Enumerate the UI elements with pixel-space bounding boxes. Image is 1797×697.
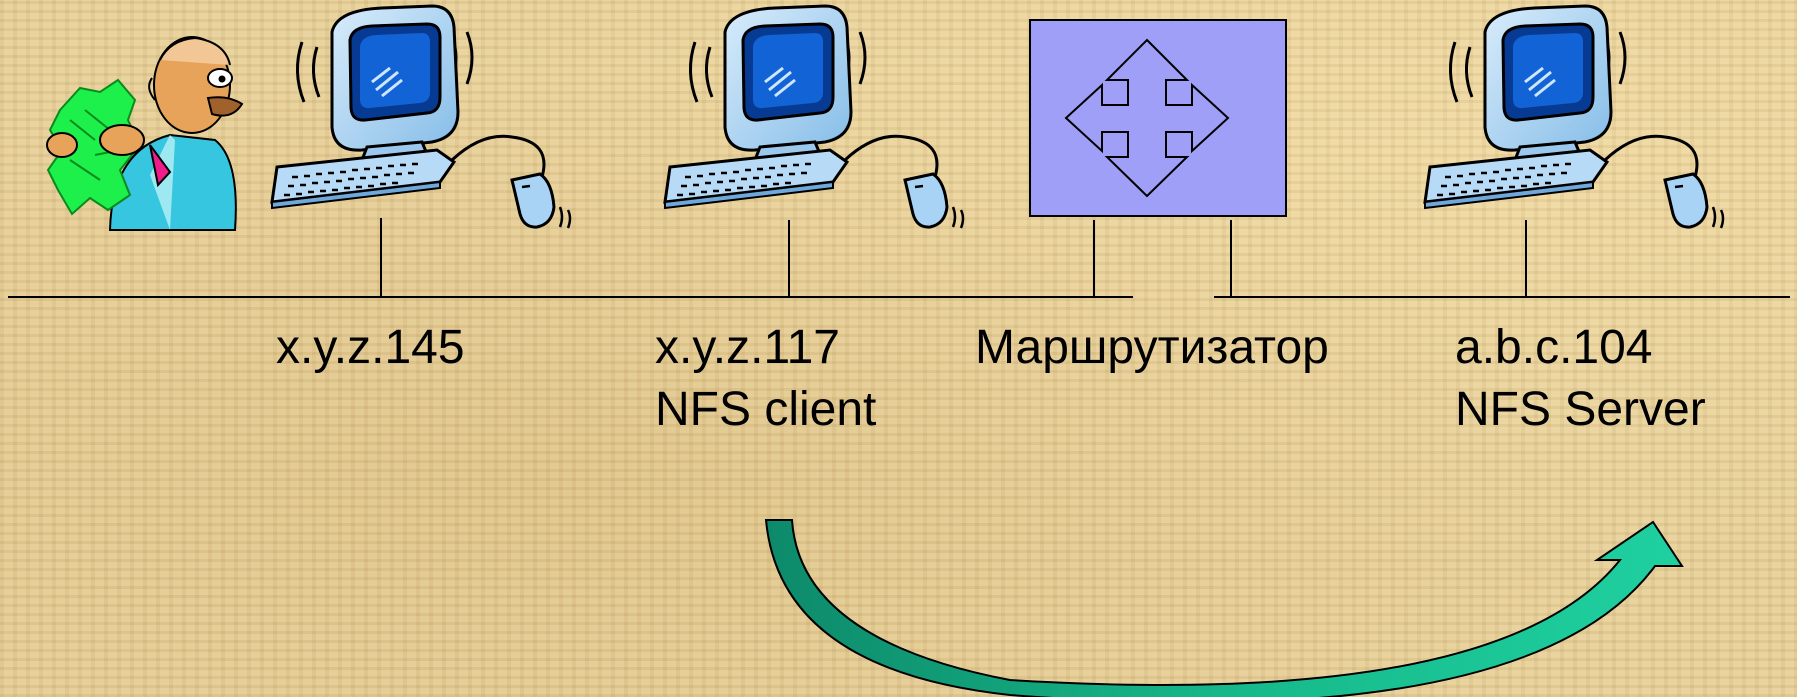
client-117-address: x.y.z.117 [655, 321, 840, 374]
four-way-arrow-router-icon [1029, 19, 1287, 217]
server-104-role: NFS Server [1455, 383, 1706, 436]
router-label: Маршрутизатор [975, 321, 1329, 374]
client-117-role: NFS client [655, 383, 877, 436]
desktop-computer-icon [663, 4, 965, 230]
desktop-computer-icon [1423, 4, 1725, 230]
old-man-with-money-icon [46, 36, 244, 231]
host-145-address: x.y.z.145 [276, 321, 465, 374]
desktop-computer-icon [270, 4, 572, 230]
server-104-address: a.b.c.104 [1455, 321, 1653, 374]
curved-arrow-icon [764, 519, 1684, 697]
